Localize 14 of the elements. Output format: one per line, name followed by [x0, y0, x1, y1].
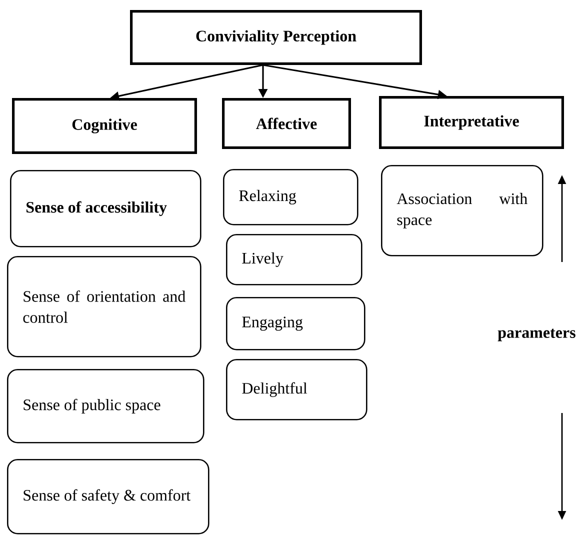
- item-box: Sense of accessibility: [10, 170, 202, 248]
- axis-label: parameters: [498, 328, 576, 342]
- item-box: Lively: [226, 234, 362, 286]
- item-box: Relaxing: [223, 169, 358, 226]
- category-box: Affective: [222, 98, 351, 149]
- item-box: Association with space: [381, 165, 544, 256]
- item-box: Sense of orientation and control: [7, 256, 202, 358]
- item-box: Engaging: [226, 297, 366, 350]
- item-box: Sense of public space: [7, 369, 204, 444]
- title-box: Conviviality Perception: [130, 10, 422, 65]
- item-box: Sense of safety & comfort: [7, 459, 210, 534]
- category-box: Cognitive: [12, 98, 197, 154]
- category-box: Interpretative: [379, 96, 564, 149]
- item-box: Delightful: [226, 359, 368, 420]
